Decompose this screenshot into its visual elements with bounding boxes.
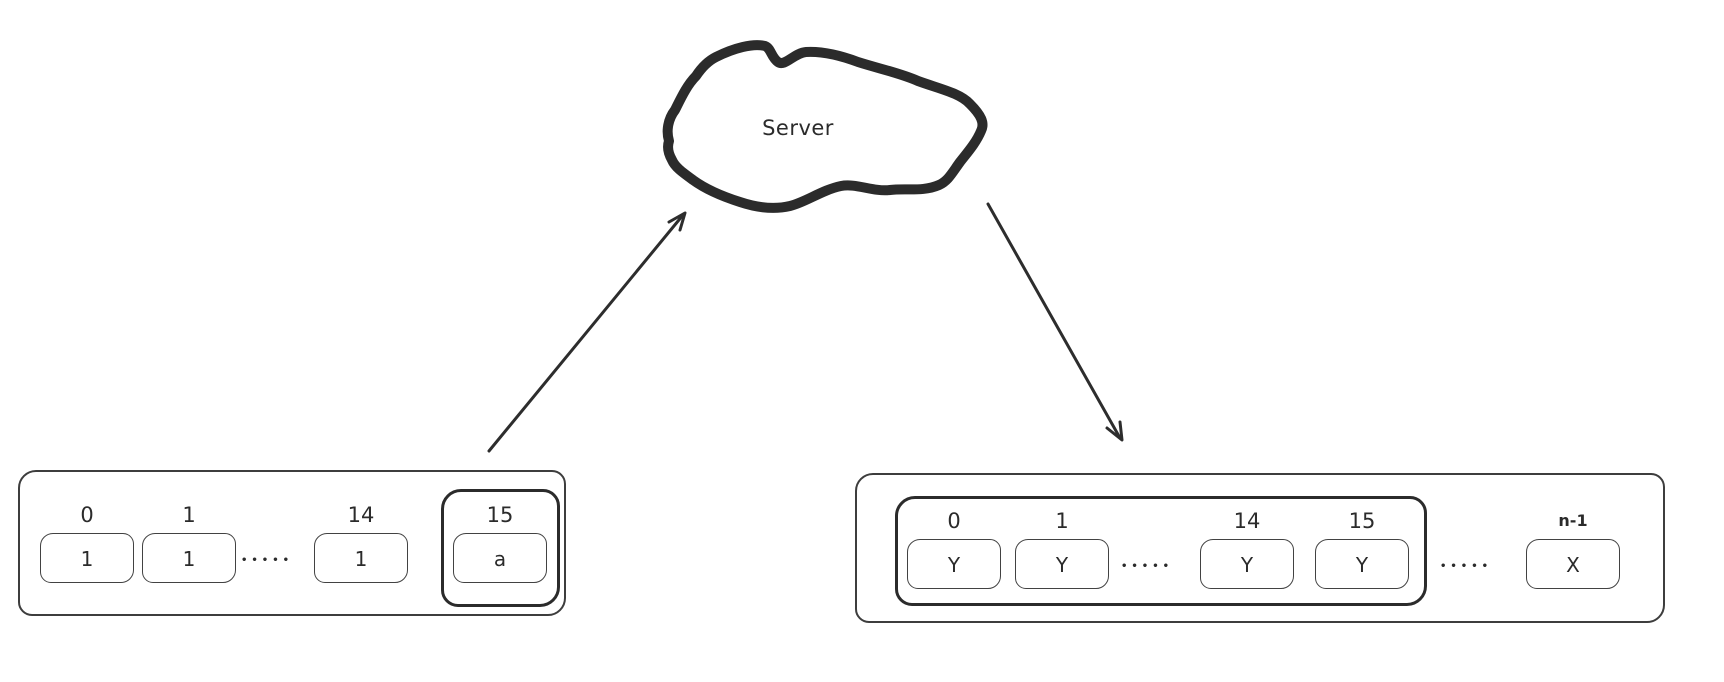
cell-index: 15 xyxy=(486,503,514,527)
left-array-box: 0 1 1 1 ••••• 14 1 15 a xyxy=(18,470,566,616)
right-cell-group-0: 0 Y xyxy=(907,506,1001,589)
cell-value: 1 xyxy=(40,533,134,583)
cell-value: Y xyxy=(1015,539,1109,589)
right-inner-ellipsis: ••••• xyxy=(1121,561,1173,572)
cell-index: 14 xyxy=(1233,509,1261,533)
highlighted-cell-frame xyxy=(441,489,560,607)
cell-index: 1 xyxy=(182,503,196,527)
right-cell-group-n-1: n-1 X xyxy=(1526,506,1620,589)
cell-value: Y xyxy=(907,539,1001,589)
server-label: Server xyxy=(762,116,834,140)
cell-value: Y xyxy=(1315,539,1409,589)
cell-index: n-1 xyxy=(1558,511,1588,530)
right-cell-group-1: 1 Y xyxy=(1015,506,1109,589)
cell-index: 0 xyxy=(80,503,94,527)
cell-value: Y xyxy=(1200,539,1294,589)
cell-value: 1 xyxy=(142,533,236,583)
cell-index: 0 xyxy=(947,509,961,533)
cell-index: 15 xyxy=(1348,509,1376,533)
left-cell-group-0: 0 1 xyxy=(40,500,134,583)
cell-index: 14 xyxy=(347,503,375,527)
left-ellipsis: ••••• xyxy=(241,555,293,566)
right-array-box: 0 Y 1 Y ••••• 14 Y 15 Y ••••• n-1 X xyxy=(855,473,1665,623)
cell-value: X xyxy=(1526,539,1620,589)
cell-value: 1 xyxy=(314,533,408,583)
server-to-right-array-arrow xyxy=(986,202,1124,442)
left-cell-group-1: 1 1 xyxy=(142,500,236,583)
left-array-to-server-arrow xyxy=(487,211,687,453)
right-outer-ellipsis: ••••• xyxy=(1440,561,1492,572)
cell-index: 1 xyxy=(1055,509,1069,533)
right-cell-group-15: 15 Y xyxy=(1315,506,1409,589)
cell-value: a xyxy=(453,533,547,583)
left-cell-group-15: 15 a xyxy=(453,500,547,583)
left-cell-group-14: 14 1 xyxy=(314,500,408,583)
server-cloud-shape xyxy=(662,40,988,213)
grouped-cells-frame xyxy=(895,496,1427,606)
right-cell-group-14: 14 Y xyxy=(1200,506,1294,589)
